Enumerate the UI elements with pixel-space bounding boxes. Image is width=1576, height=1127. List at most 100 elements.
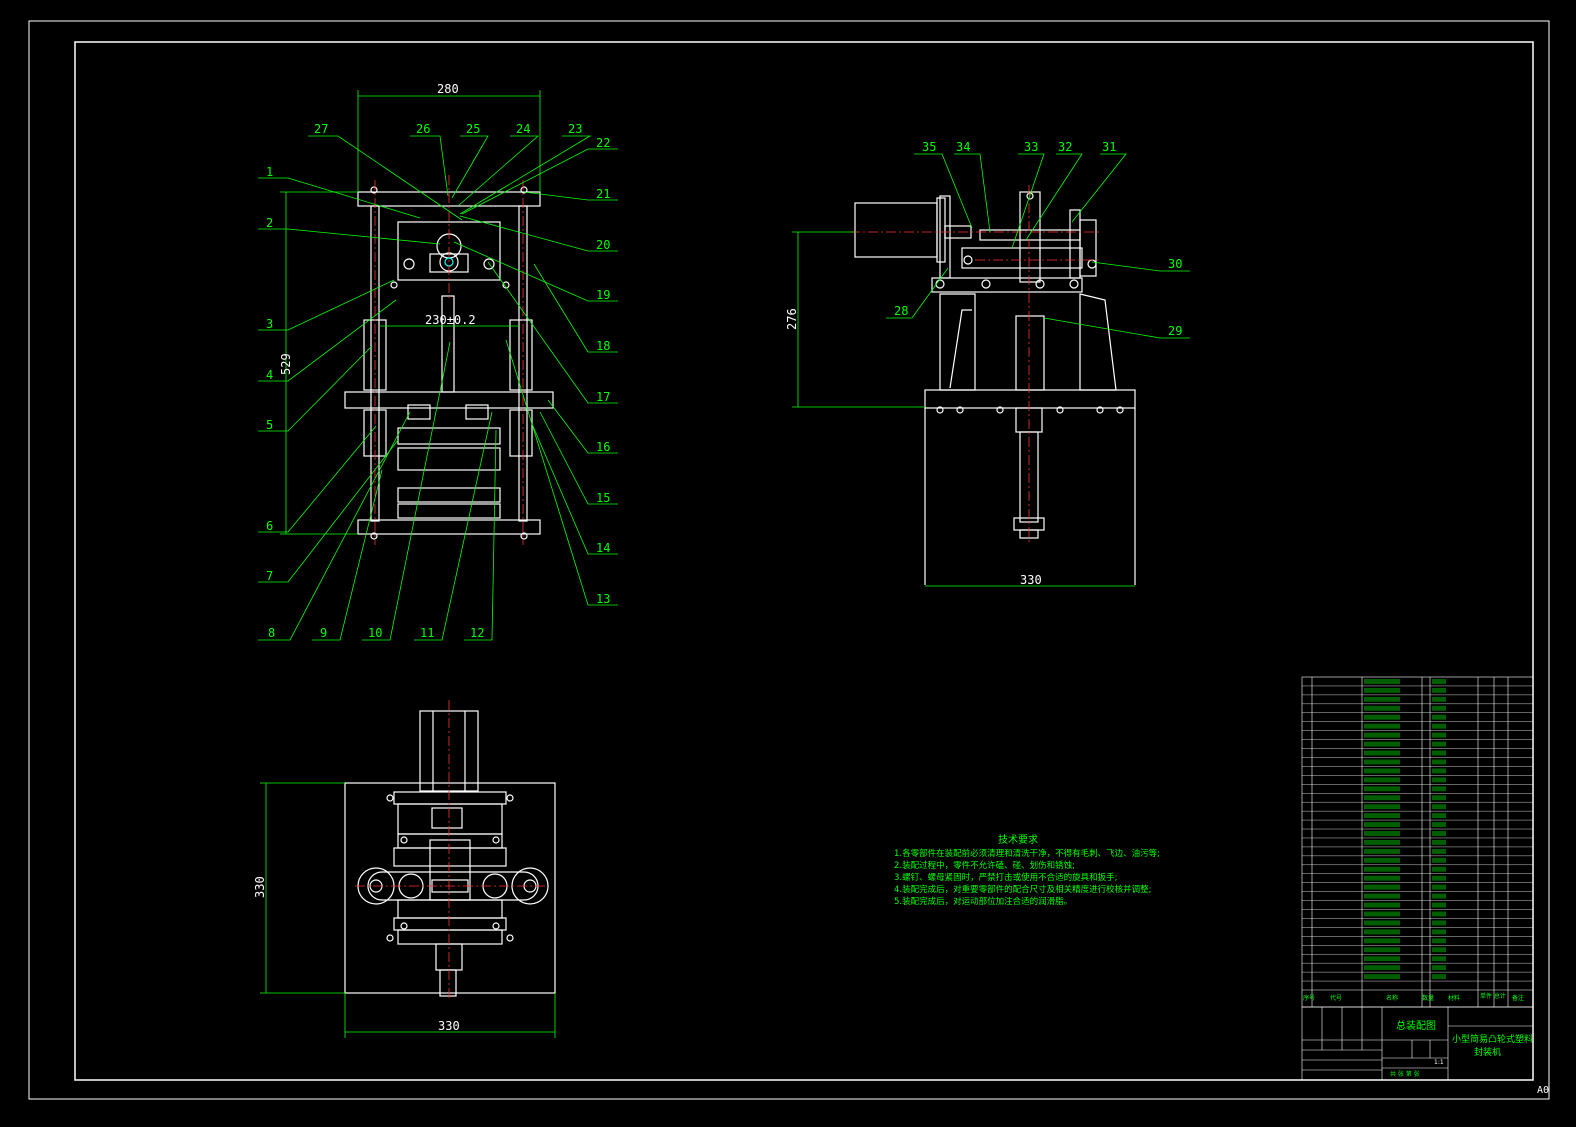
parts-row-material-fill <box>1432 795 1446 801</box>
parts-row-material-fill <box>1432 768 1446 774</box>
parts-row-material-fill <box>1432 696 1446 702</box>
parts-row-name-fill <box>1364 974 1400 980</box>
parts-row-material-fill <box>1432 705 1446 711</box>
header-weight: 单件 总计 <box>1480 992 1506 1000</box>
parts-row-material-fill <box>1432 831 1446 836</box>
callout-28: 28 <box>894 304 908 318</box>
parts-row-material-fill <box>1432 875 1446 881</box>
callout-3: 3 <box>266 317 273 331</box>
parts-row-material-fill <box>1432 947 1446 953</box>
callout-4: 4 <box>266 368 273 382</box>
requirements-title: 技术要求 <box>998 833 1038 846</box>
callout-17: 17 <box>596 390 610 404</box>
side-base-plate <box>924 389 1136 409</box>
parts-row-material-fill <box>1432 902 1446 908</box>
inner-frame <box>74 41 1534 1081</box>
parts-row-material-fill <box>1432 920 1446 926</box>
callout-34: 34 <box>956 140 970 154</box>
parts-row-name-fill <box>1364 687 1400 693</box>
parts-row-name-fill <box>1364 866 1400 872</box>
callout-10: 10 <box>368 626 382 640</box>
front-middle-plate <box>344 391 554 409</box>
parts-row-name-fill <box>1364 732 1400 738</box>
callout-21: 21 <box>596 187 610 201</box>
parts-row-name-fill <box>1364 965 1400 971</box>
product-name-line1: 小型简易凸轮式塑料 <box>1452 1033 1533 1045</box>
technical-requirements: 技术要求 1.各零部件在装配前必须清理和清洗干净，不得有毛刺、飞边、油污等; 2… <box>894 833 1160 907</box>
sheet-size-label: A0 <box>1537 1085 1549 1096</box>
parts-row-name-fill <box>1364 831 1400 836</box>
callout-29: 29 <box>1168 324 1182 338</box>
parts-row-material-fill <box>1432 714 1446 720</box>
parts-row-material-fill <box>1432 822 1446 828</box>
parts-row-name-fill <box>1364 947 1400 953</box>
side-cylinder <box>854 202 938 258</box>
side-dim-width: 330 <box>1020 573 1042 587</box>
callout-23: 23 <box>568 122 582 136</box>
parts-row-material-fill <box>1432 804 1446 810</box>
sheet-info: 共 张 第 张 <box>1390 1070 1420 1078</box>
parts-row-material-fill <box>1432 893 1446 899</box>
parts-row-material-fill <box>1432 848 1446 854</box>
parts-row-name-fill <box>1364 795 1400 801</box>
parts-row-name-fill <box>1364 768 1400 774</box>
callout-12: 12 <box>470 626 484 640</box>
parts-row-name-fill <box>1364 741 1400 747</box>
callout-31: 31 <box>1102 140 1116 154</box>
callout-19: 19 <box>596 288 610 302</box>
parts-row-material-fill <box>1432 750 1446 756</box>
parts-row-name-fill <box>1364 786 1400 792</box>
header-code: 代号 <box>1330 994 1342 1002</box>
top-view <box>344 710 556 997</box>
front-dim-width: 280 <box>437 82 459 96</box>
header-name: 名称 <box>1386 994 1398 1002</box>
front-dim-inner: 230±0.2 <box>425 313 476 327</box>
callout-30: 30 <box>1168 257 1182 271</box>
parts-row-name-fill <box>1364 920 1400 926</box>
callout-14: 14 <box>596 541 610 555</box>
top-base-outline <box>344 782 556 994</box>
parts-list-header: 序号 代号 名称 数量 材料 单件 总计 备注 <box>1303 992 1524 1002</box>
parts-list <box>1301 676 1534 1008</box>
parts-row-material-fill <box>1432 687 1446 693</box>
scale-value: 1:1 <box>1434 1059 1444 1066</box>
parts-row-material-fill <box>1432 866 1446 872</box>
callout-27: 27 <box>314 122 328 136</box>
parts-list-rows <box>1302 679 1533 982</box>
side-upper-plate <box>931 277 1083 293</box>
parts-row-name-fill <box>1364 714 1400 720</box>
header-qty: 数量 <box>1422 994 1434 1002</box>
callout-18: 18 <box>596 339 610 353</box>
parts-row-name-fill <box>1364 938 1400 944</box>
parts-row-material-fill <box>1432 732 1446 738</box>
parts-row-material-fill <box>1432 723 1446 729</box>
parts-row-name-fill <box>1364 929 1400 935</box>
side-dim-height: 276 <box>785 308 799 330</box>
callout-15: 15 <box>596 491 610 505</box>
parts-row-material-fill <box>1432 965 1446 971</box>
parts-row-material-fill <box>1432 741 1446 747</box>
parts-row-name-fill <box>1364 884 1400 890</box>
parts-row-material-fill <box>1432 679 1446 684</box>
header-note: 备注 <box>1512 994 1524 1002</box>
product-name-line2: 封装机 <box>1474 1046 1501 1058</box>
parts-row-material-fill <box>1432 956 1446 962</box>
parts-row-name-fill <box>1364 723 1400 729</box>
parts-row-name-fill <box>1364 813 1400 819</box>
top-dim-height: 330 <box>253 876 267 898</box>
callout-7: 7 <box>266 569 273 583</box>
front-base-plate <box>357 519 541 535</box>
parts-row-name-fill <box>1364 857 1400 863</box>
parts-row-name-fill <box>1364 911 1400 917</box>
parts-row-material-fill <box>1432 929 1446 935</box>
callout-25: 25 <box>466 122 480 136</box>
callout-9: 9 <box>320 626 327 640</box>
parts-row-material-fill <box>1432 759 1446 765</box>
parts-row-material-fill <box>1432 839 1446 845</box>
callout-1: 1 <box>266 165 273 179</box>
callout-6: 6 <box>266 519 273 533</box>
callout-24: 24 <box>516 122 530 136</box>
parts-row-material-fill <box>1432 857 1446 863</box>
parts-row-material-fill <box>1432 911 1446 917</box>
